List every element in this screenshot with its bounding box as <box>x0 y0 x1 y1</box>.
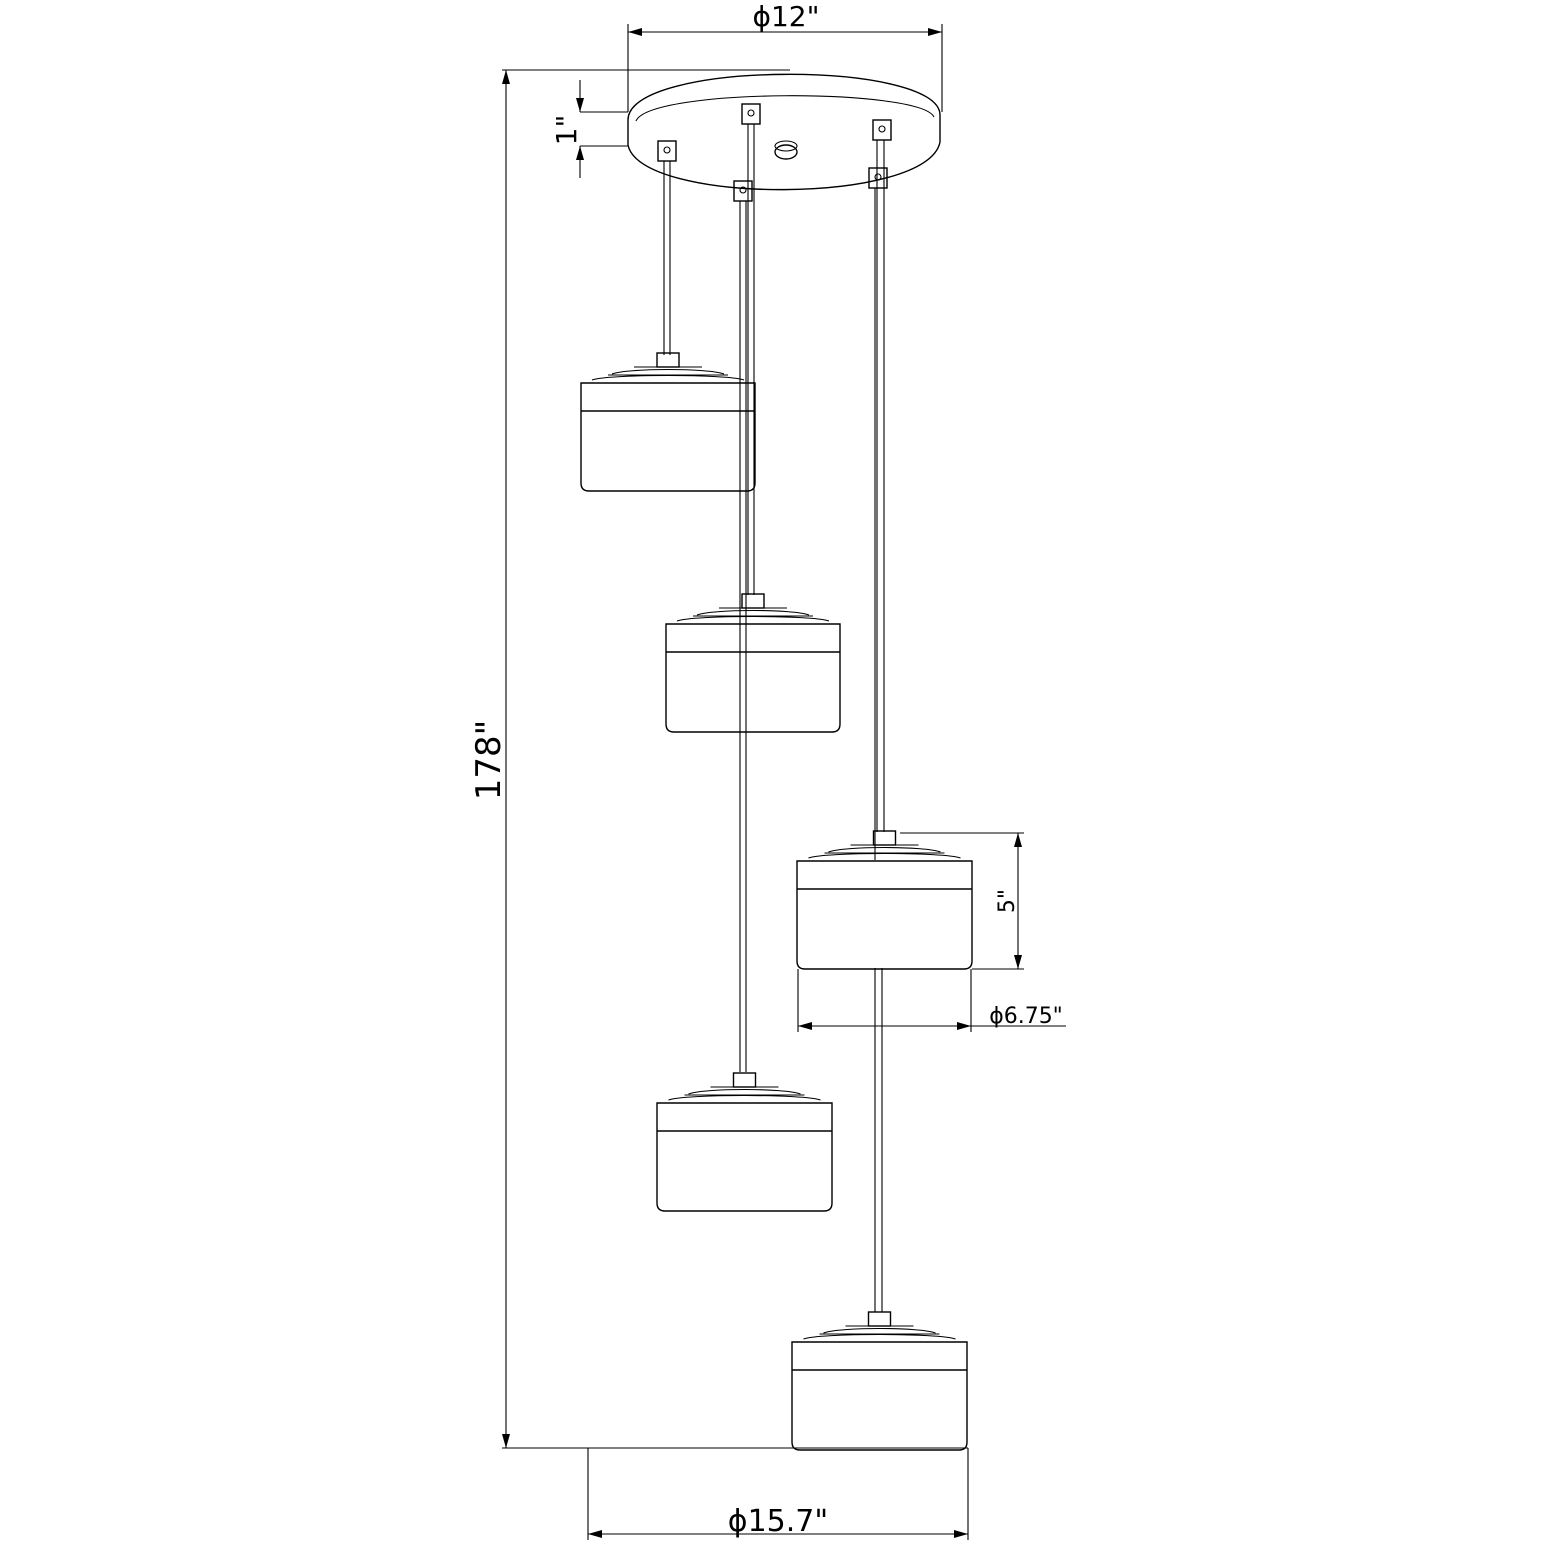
pendant-shades <box>580 352 973 1451</box>
pendant-shade-3 <box>656 1072 833 1212</box>
pendant-shade-2 <box>665 593 841 733</box>
shade-diameter-label: ϕ6.75" <box>989 1004 1063 1029</box>
pendant-shade-4 <box>796 830 973 970</box>
canopy-diameter-label: ϕ12" <box>753 0 820 33</box>
overall-height-label: 178" <box>469 720 509 801</box>
canopy <box>627 73 941 202</box>
overall-diameter-label: ϕ15.7" <box>728 1504 828 1539</box>
pendant-shade-5 <box>791 1311 968 1451</box>
canopy-tabs <box>657 103 892 202</box>
canopy-height-label: 1" <box>550 115 583 146</box>
suspension-cords <box>663 124 885 1312</box>
dimension-lines <box>502 24 1066 1540</box>
shade-height-label: 5" <box>995 889 1020 913</box>
pendant-shade-1 <box>580 352 756 492</box>
